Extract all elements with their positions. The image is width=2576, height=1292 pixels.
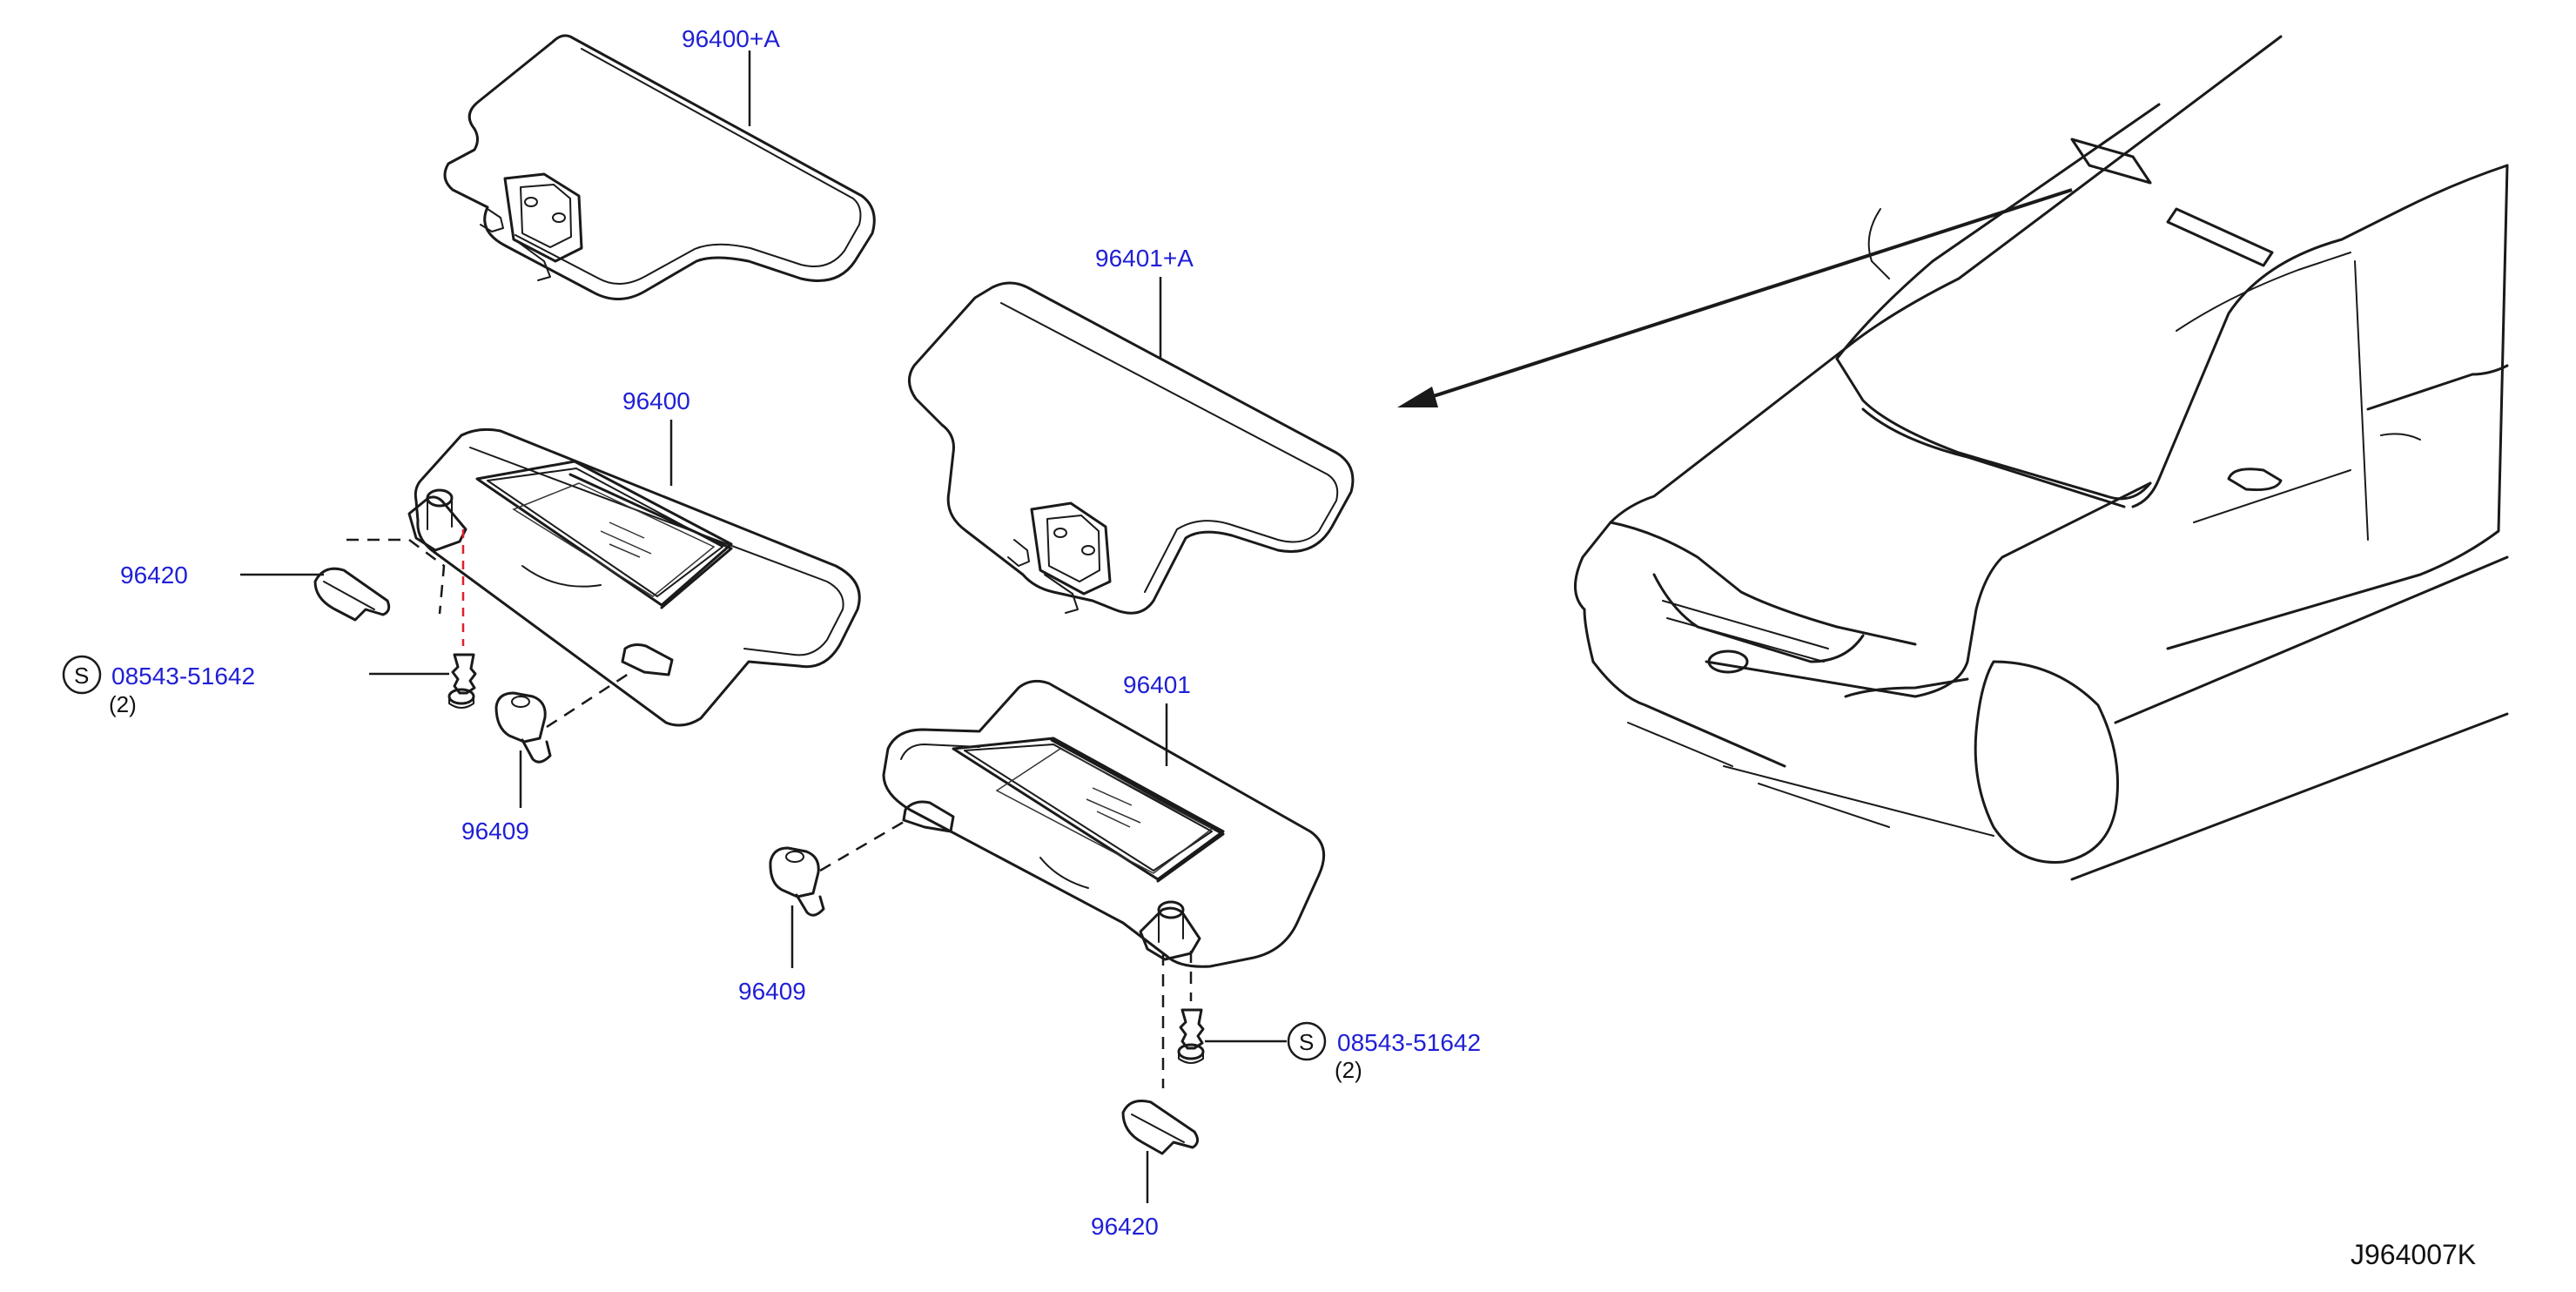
- label-96400: 96400: [622, 387, 690, 414]
- label-96409-upper: 96409: [461, 818, 529, 845]
- label-96401: 96401: [1123, 671, 1191, 698]
- sun-visor-96400a: [443, 34, 876, 300]
- s-symbol-upper: S: [74, 663, 89, 689]
- holder-96420-left: [313, 538, 446, 622]
- diagram-code: J964007K: [2351, 1239, 2476, 1270]
- location-arrow: [1397, 188, 2073, 407]
- vehicle-illustration: [1574, 35, 2509, 881]
- qty-screw-upper: (2): [109, 691, 137, 717]
- label-96401a: 96401+A: [1095, 245, 1194, 272]
- label-96400a: 96400+A: [682, 25, 780, 52]
- holder-96420-right: [1121, 1100, 1199, 1155]
- screw-lower: [1161, 951, 1205, 1088]
- sun-visor-96400: [407, 427, 861, 727]
- qty-screw-lower: (2): [1335, 1057, 1362, 1083]
- screw-upper: [447, 529, 477, 709]
- clip-96409-lower: [769, 817, 911, 917]
- label-screw-lower: 08543-51642: [1337, 1029, 1481, 1056]
- clip-96409-upper: [494, 669, 635, 764]
- screw-label-lower: S 08543-51642 (2): [1287, 1021, 1481, 1083]
- screw-label-upper: S 08543-51642 (2): [62, 655, 255, 717]
- sun-visor-96401a: [908, 281, 1355, 615]
- label-96420-right: 96420: [1091, 1213, 1159, 1240]
- leader-lines: [240, 50, 1287, 1203]
- label-screw-upper: 08543-51642: [111, 663, 255, 690]
- label-96409-lower: 96409: [738, 978, 806, 1005]
- label-96420-left: 96420: [120, 562, 188, 589]
- s-symbol-lower: S: [1299, 1029, 1314, 1055]
- sun-visor-96401: [882, 679, 1326, 968]
